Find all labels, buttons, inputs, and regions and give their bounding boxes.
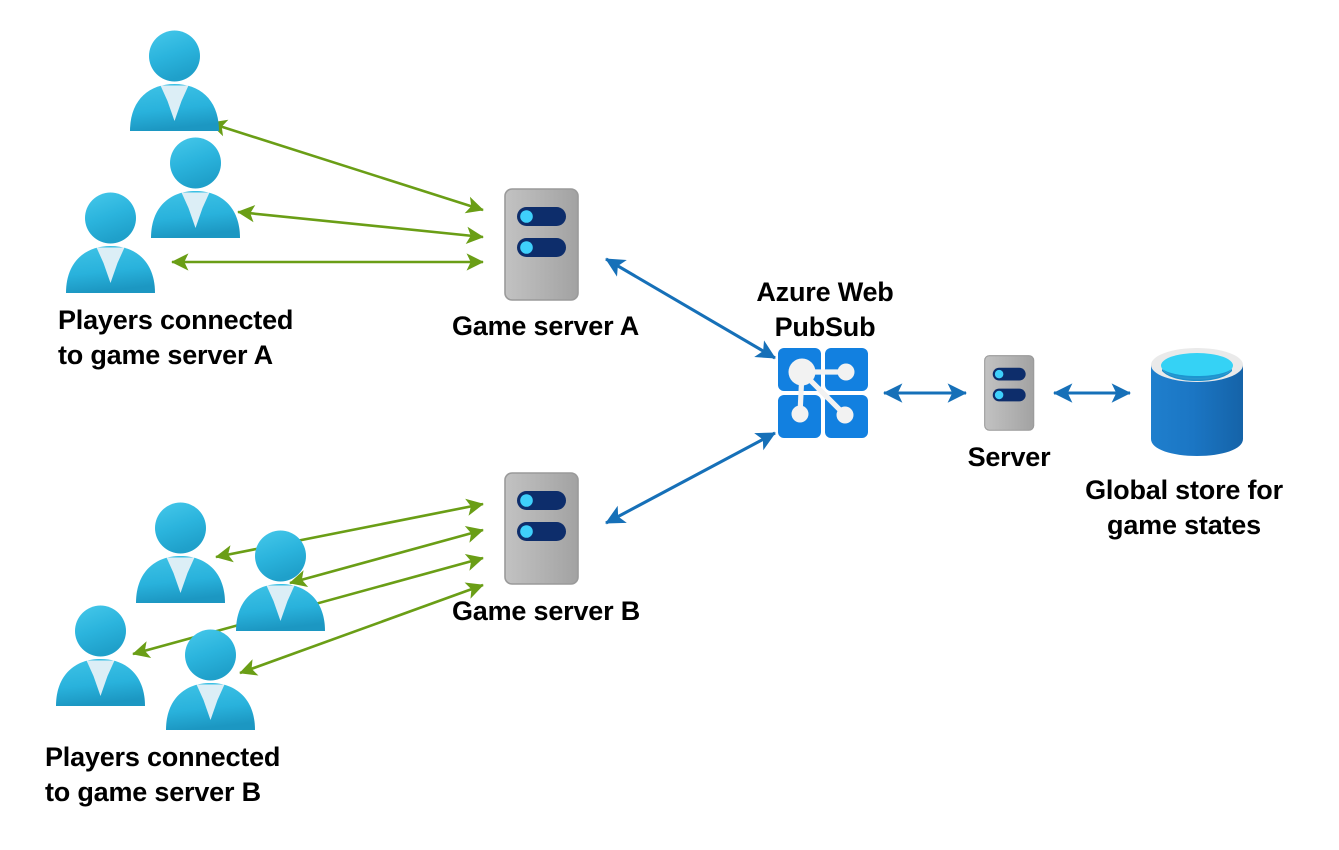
edge-player-b4-server-b [239,582,484,676]
global-store-label: Global store for game states [1085,475,1283,540]
player-group-b [56,502,325,730]
game-server-a-icon [504,188,579,301]
player-icon [166,629,255,730]
backend-server-icon [984,355,1035,431]
player-icon [151,137,240,238]
player-icon [66,192,155,293]
edge-server-b-pubsub [605,431,776,525]
edge-player-b1-server-b [289,526,484,587]
azure-web-pubsub-icon [778,348,868,438]
connection-group-backend [605,257,1131,525]
server-label: Server [967,442,1051,472]
game-server-b-icon [504,472,579,585]
edge-player-a1-server-a [209,119,484,214]
edge-player-a2-server-a [237,205,484,244]
players-b-label: Players connected to game server B [45,742,281,807]
player-icon [136,502,225,603]
player-icon [236,530,325,631]
edge-server-a-pubsub [605,257,776,360]
player-icon [56,605,145,706]
game-server-b-label: Game server B [452,596,641,626]
player-icon [130,30,219,131]
player-group-a [66,30,240,293]
game-server-a-label: Game server A [452,311,640,341]
global-store-database-icon [1151,348,1243,456]
azure-web-pubsub-label: Azure Web PubSub [756,277,894,342]
connection-group-players-a [171,119,484,271]
players-a-label: Players connected to game server A [58,305,294,370]
